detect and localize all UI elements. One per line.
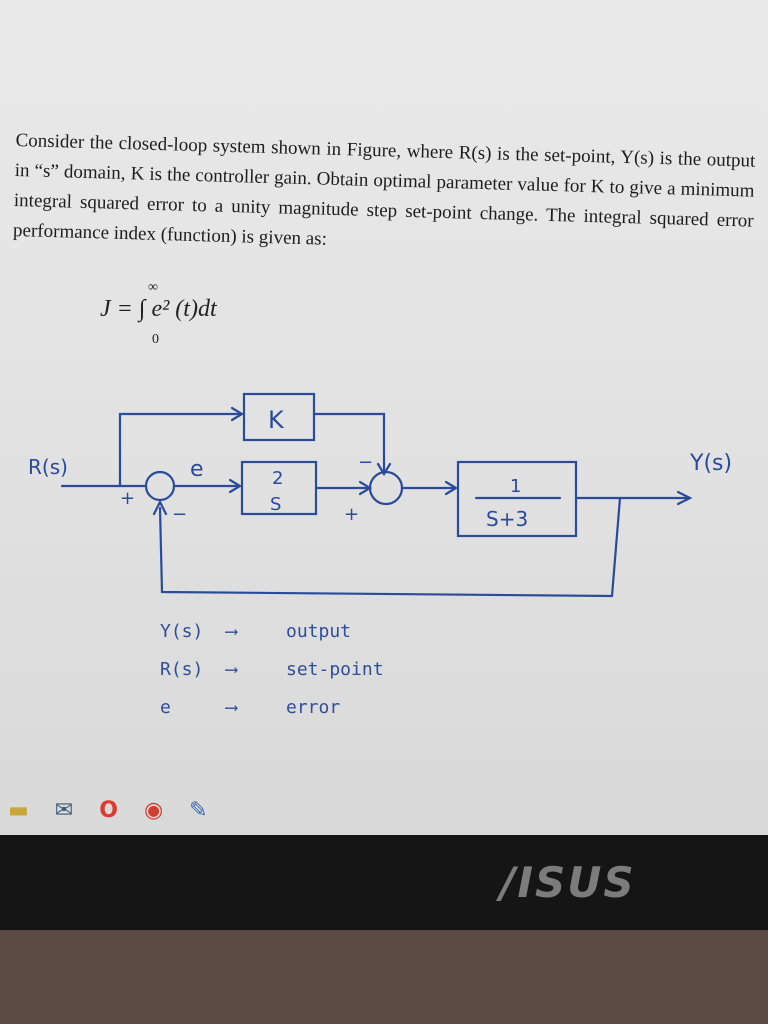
sum2-minus-sign: − <box>358 452 373 473</box>
legend-symbol: Y(s) <box>160 620 204 642</box>
integral-sign: ∫ <box>138 296 146 322</box>
sum2-plus-sign: + <box>344 504 359 525</box>
legend-row: Y(s) ⟶ output <box>160 612 460 650</box>
plant-numerator: 1 <box>510 476 521 497</box>
feedback-line <box>158 496 622 598</box>
formula-lhs: J = <box>100 296 133 322</box>
laptop-body <box>0 930 768 1024</box>
integrator-denominator: S <box>270 494 281 515</box>
legend-arrow: ⟶ <box>226 620 237 642</box>
laptop-bezel <box>0 835 768 930</box>
error-label: e <box>190 457 204 482</box>
formula-body: J = ∫ e² (t)dt <box>100 296 217 323</box>
k-label: K <box>268 406 285 434</box>
arrow-to-k <box>230 406 245 422</box>
sum1-minus-sign: − <box>172 504 187 525</box>
arrow-to-plant <box>444 480 459 496</box>
summing-junction-1 <box>144 470 176 502</box>
legend: Y(s) ⟶ output R(s) ⟶ set-point e ⟶ error <box>160 612 460 726</box>
output-arrow <box>676 490 693 506</box>
chrome-icon[interactable]: ◉ <box>143 798 164 823</box>
legend-row: R(s) ⟶ set-point <box>160 650 460 688</box>
sum1-plus-sign: + <box>120 488 135 509</box>
legend-meaning: output <box>286 620 352 642</box>
screen: Consider the closed-loop system shown in… <box>0 0 768 835</box>
legend-symbol: R(s) <box>160 658 204 680</box>
integral-upper-limit: ∞ <box>148 280 158 295</box>
isе-formula: ∞ J = ∫ e² (t)dt 0 <box>100 280 300 360</box>
output-label: Y(s) <box>689 451 732 476</box>
integrator-numerator: 2 <box>272 468 283 489</box>
plant-denominator: S+3 <box>486 507 528 531</box>
pin-icon[interactable]: ✎ <box>189 798 208 823</box>
feedforward-line <box>118 412 242 488</box>
brand-logo: /ISUS <box>500 858 636 907</box>
k-output-line <box>312 412 386 472</box>
arrow-to-sum2-top <box>376 462 392 477</box>
legend-meaning: set-point <box>286 658 384 680</box>
summing-junction-2 <box>368 470 404 506</box>
legend-meaning: error <box>286 696 341 718</box>
integral-lower-limit: 0 <box>152 332 159 347</box>
mail-icon[interactable]: ✉ <box>54 798 74 823</box>
legend-row: e ⟶ error <box>160 688 460 726</box>
taskbar: ▬ ✉ O ◉ ✎ <box>0 792 768 830</box>
opera-icon[interactable]: O <box>99 798 118 823</box>
input-label: R(s) <box>28 455 68 479</box>
legend-symbol: e <box>160 696 171 718</box>
formula-integrand: e² (t)dt <box>151 296 217 322</box>
arrow-to-integrator <box>228 478 243 494</box>
legend-arrow: ⟶ <box>226 696 237 718</box>
problem-text: Consider the closed-loop system shown in… <box>12 129 756 250</box>
legend-arrow: ⟶ <box>226 658 237 680</box>
file-icon[interactable]: ▬ <box>8 798 29 823</box>
k-block <box>242 392 316 442</box>
arrow-to-sum1-bottom <box>152 499 168 516</box>
problem-statement: Consider the closed-loop system shown in… <box>13 126 756 267</box>
block-diagram: R(s) Y(s) e K 2 S 1 S+3 + − + − <box>28 392 732 598</box>
